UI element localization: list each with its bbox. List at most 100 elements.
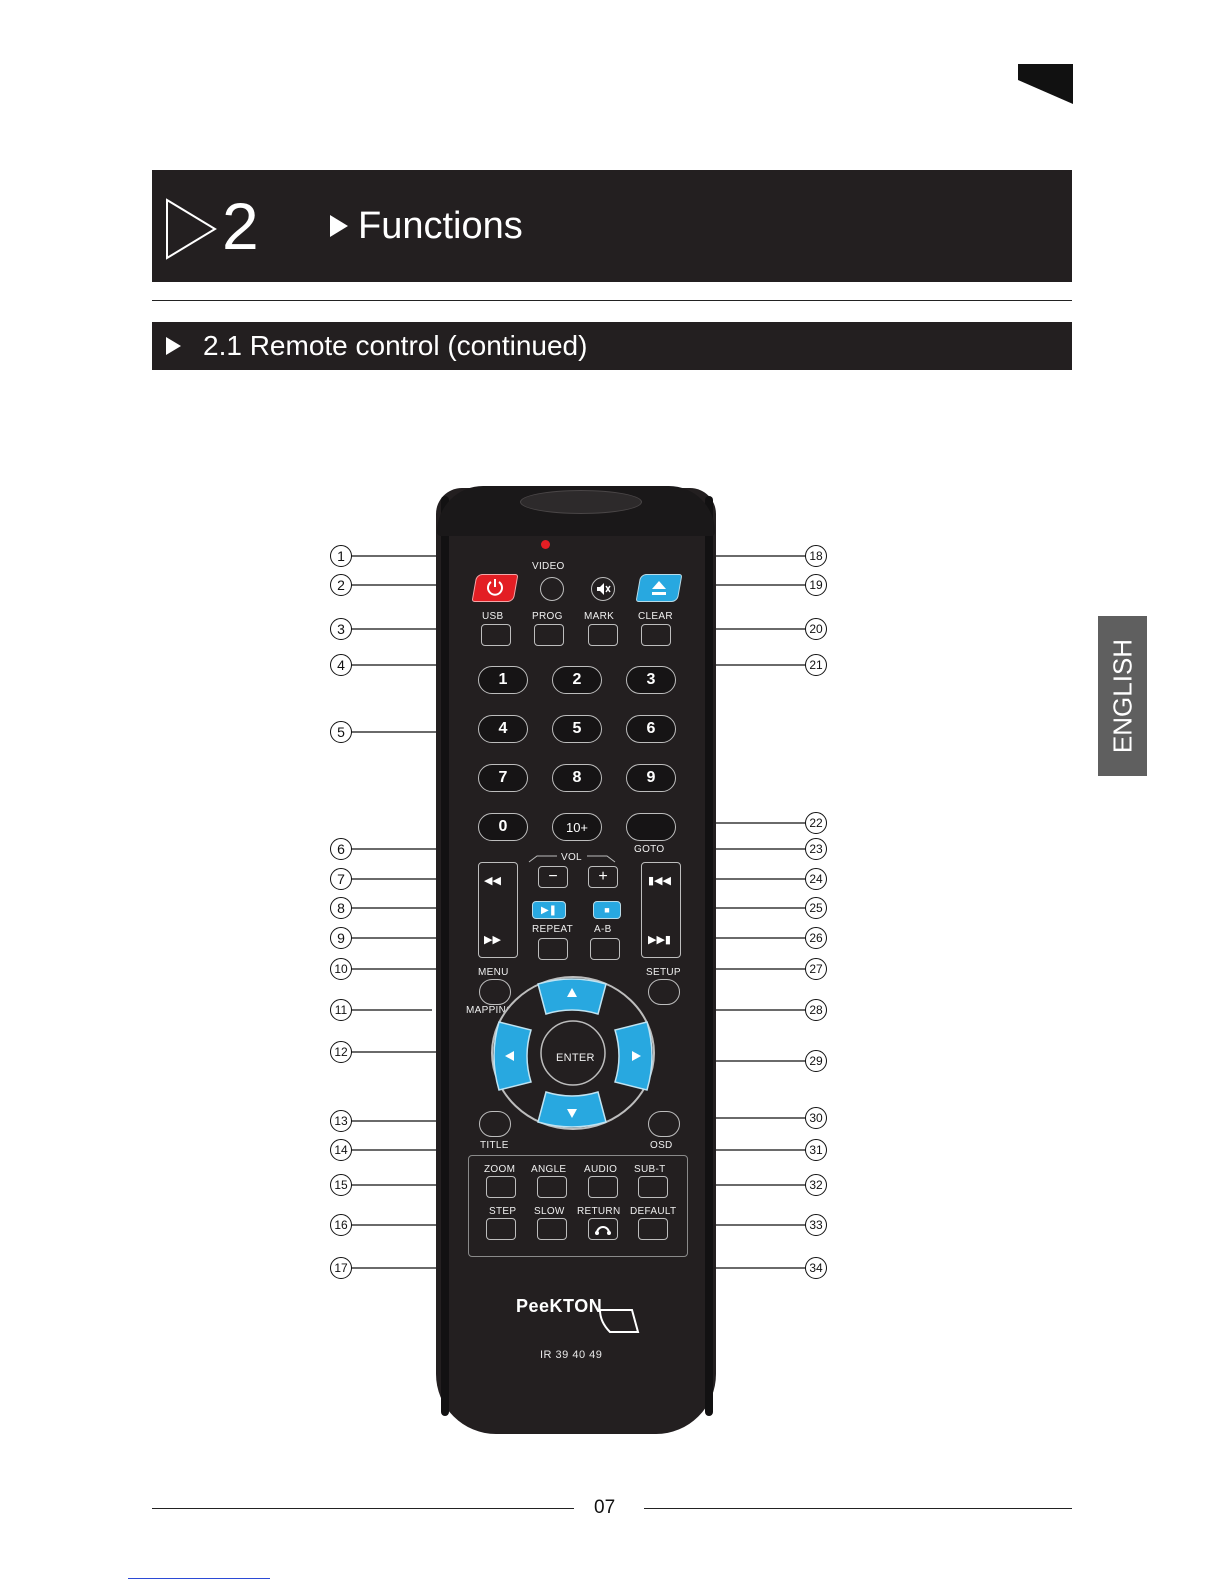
indicator-led [541, 540, 550, 549]
callout-31: 31 [805, 1139, 827, 1161]
video-label: VIDEO [532, 561, 565, 572]
usb-button[interactable] [481, 624, 511, 646]
previous-button[interactable]: ▮◀◀ [648, 874, 671, 887]
mute-icon [597, 583, 611, 595]
osd-label: OSD [650, 1140, 673, 1151]
default-label: DEFAULT [630, 1206, 677, 1217]
nav-left-button[interactable] [493, 1016, 539, 1096]
chapter-title-text: Functions [358, 205, 523, 247]
callout-19: 19 [805, 574, 827, 596]
nav-down-button[interactable] [532, 1084, 612, 1128]
audio-button[interactable] [588, 1176, 618, 1198]
callout-27: 27 [805, 958, 827, 980]
clear-button[interactable] [641, 624, 671, 646]
callout-17: 17 [330, 1257, 352, 1279]
digit-7-button[interactable]: 7 [478, 764, 528, 792]
callout-9: 9 [330, 927, 352, 949]
callout-13: 13 [330, 1110, 352, 1132]
eject-icon [652, 581, 666, 595]
angle-label: ANGLE [531, 1164, 567, 1175]
goto-button[interactable] [626, 813, 676, 841]
digit-5-button[interactable]: 5 [552, 715, 602, 743]
menu-label: MENU [478, 967, 509, 978]
callout-8: 8 [330, 897, 352, 919]
skip-forward-icon: ▶▶▮ [648, 934, 671, 946]
stop-button[interactable]: ■ [593, 901, 621, 919]
minus-icon: − [548, 868, 558, 885]
callout-24: 24 [805, 868, 827, 890]
volume-up-button[interactable]: + [588, 866, 618, 888]
mapping-label: MAPPING [466, 1005, 515, 1016]
repeat-label: REPEAT [532, 924, 574, 935]
callout-22: 22 [805, 812, 827, 834]
mute-button[interactable] [591, 577, 615, 601]
return-label: RETURN [577, 1206, 621, 1217]
callout-30: 30 [805, 1107, 827, 1129]
ab-button[interactable] [590, 938, 620, 960]
usb-label: USB [482, 611, 504, 622]
step-button[interactable] [486, 1218, 516, 1240]
mark-label: MARK [584, 611, 615, 622]
callout-6: 6 [330, 838, 352, 860]
digit-6-button[interactable]: 6 [626, 715, 676, 743]
digit-2-button[interactable]: 2 [552, 666, 602, 694]
nav-up-button[interactable] [532, 978, 612, 1022]
vol-bracket [528, 855, 616, 863]
setup-button[interactable] [648, 979, 680, 1005]
digit-4-button[interactable]: 4 [478, 715, 528, 743]
play-pause-icon: ▶❚ [540, 904, 558, 916]
zoom-button[interactable] [486, 1176, 516, 1198]
digit-3-button[interactable]: 3 [626, 666, 676, 694]
next-button[interactable]: ▶▶▮ [648, 933, 671, 946]
power-icon [487, 579, 503, 596]
page-number: 07 [594, 1497, 616, 1518]
default-button[interactable] [638, 1218, 668, 1240]
section-title: 2.1 Remote control (continued) [166, 324, 587, 368]
callout-3: 3 [330, 618, 352, 640]
setup-label: SETUP [646, 967, 681, 978]
nav-right-button[interactable] [607, 1016, 653, 1096]
callout-23: 23 [805, 838, 827, 860]
chapter-header-bar [152, 170, 1072, 282]
ir-window [520, 490, 642, 514]
ten-plus-button[interactable]: 10+ [552, 813, 602, 841]
chapter-title: Functions [330, 202, 523, 250]
digit-9-button[interactable]: 9 [626, 764, 676, 792]
callout-33: 33 [805, 1214, 827, 1236]
fast-forward-button[interactable]: ▶▶ [484, 933, 501, 946]
play-pause-button[interactable]: ▶❚ [532, 901, 566, 919]
digit-8-button[interactable]: 8 [552, 764, 602, 792]
enter-button[interactable]: ENTER [556, 1052, 595, 1064]
osd-button[interactable] [648, 1111, 680, 1137]
mark-button[interactable] [588, 624, 618, 646]
repeat-button[interactable] [538, 938, 568, 960]
return-button[interactable] [588, 1218, 618, 1240]
clear-label: CLEAR [638, 611, 673, 622]
callout-16: 16 [330, 1214, 352, 1236]
navigation-pad [490, 975, 656, 1131]
return-icon [595, 1226, 611, 1235]
prog-label: PROG [532, 611, 563, 622]
remote-control-body [436, 488, 716, 1434]
stop-icon: ■ [604, 905, 610, 915]
subt-button[interactable] [638, 1176, 668, 1198]
prog-button[interactable] [534, 624, 564, 646]
section-header-bar [152, 322, 1072, 370]
slow-button[interactable] [537, 1218, 567, 1240]
rewind-icon: ◀◀ [484, 875, 501, 887]
goto-label: GOTO [634, 844, 665, 855]
volume-down-button[interactable]: − [538, 866, 568, 888]
callout-21: 21 [805, 654, 827, 676]
angle-button[interactable] [537, 1176, 567, 1198]
chapter-arrow-icon [166, 198, 217, 260]
brand-logo: PeeKTON [516, 1296, 603, 1316]
rewind-button[interactable]: ◀◀ [484, 874, 501, 887]
digit-1-button[interactable]: 1 [478, 666, 528, 694]
digit-0-button[interactable]: 0 [478, 813, 528, 841]
callout-1: 1 [330, 545, 352, 567]
video-button[interactable] [540, 577, 564, 601]
menu-button[interactable] [479, 979, 511, 1005]
title-button[interactable] [479, 1111, 511, 1137]
transport-right-frame [641, 862, 681, 958]
chapter-number: 2 [222, 189, 259, 263]
